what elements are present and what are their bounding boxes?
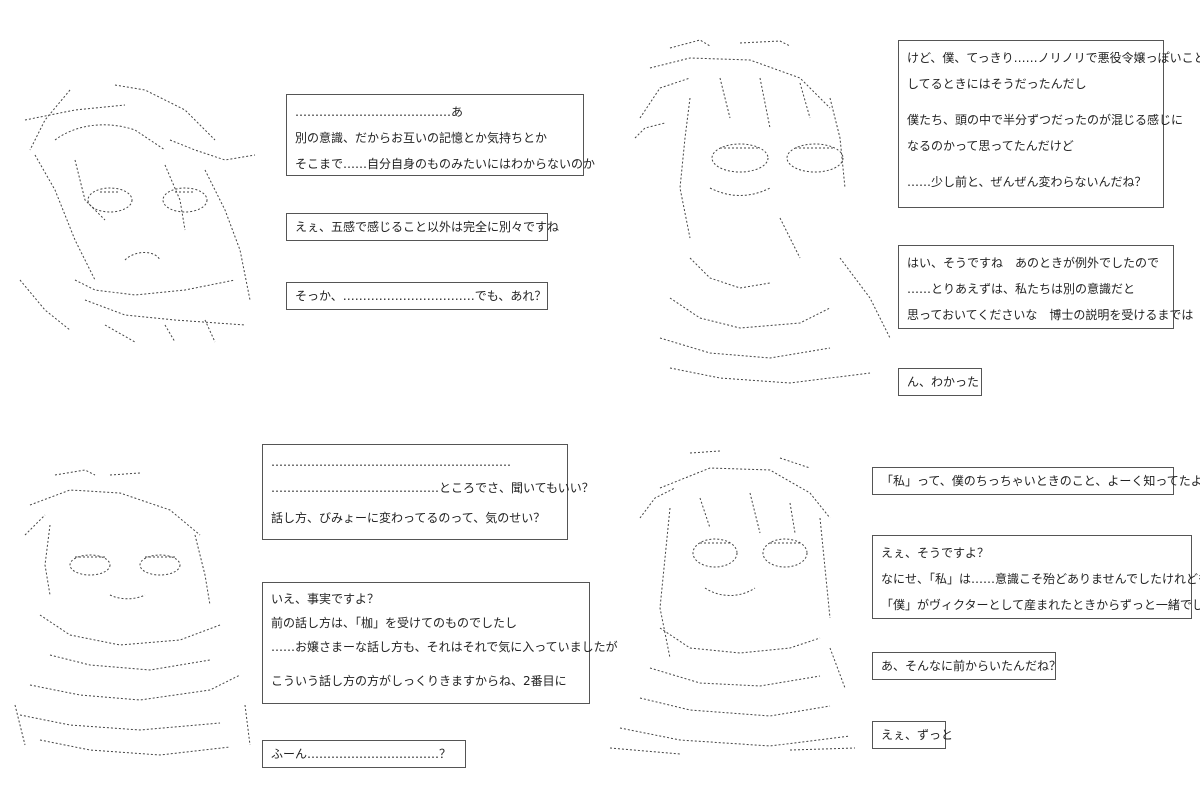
character-art-boy-2 [14, 469, 251, 756]
bubble-line: 前の話し方は、「枷」を受けてのものでしたし [271, 616, 518, 630]
bubble-line: えぇ、そうですよ？ [881, 546, 990, 560]
character-art-girl-2 [609, 450, 856, 755]
bubble-line: 「僕」がヴィクターとして産まれたときからずっと一緒でしたから [881, 598, 1200, 612]
bubble-line: ……………………………………ところでさ、聞いてもいい？ [271, 481, 594, 495]
bubble-line: けど、僕、てっきり……ノリノリで悪役令嬢っぽいこと [907, 51, 1200, 65]
bubble-line: いえ、事実ですよ？ [271, 592, 380, 606]
bubble-line: えぇ、五感で感じること以外は完全に別々ですね [295, 220, 560, 234]
bubble-line: ……お嬢さまーな話し方も、それはそれで気に入っていましたが [271, 640, 618, 654]
speech-bubble-4-3: あ、そんなに前からいたんだね？ [872, 652, 1062, 680]
bubble-line: こういう話し方の方がしっくりきますからね、2番目に [271, 674, 567, 688]
speech-bubble-4-1: 「私」って、僕のちっちゃいときのこと、よーく知ってたよね？ [872, 467, 1200, 495]
speech-bubble-1-2: えぇ、五感で感じること以外は完全に別々ですね [286, 213, 560, 241]
character-art-boy-1 [634, 39, 891, 384]
bubble-line-gap [907, 97, 1155, 107]
bubble-line: …………………………………あ [295, 105, 464, 119]
bubble-line: ふーん……………………………？ [271, 747, 452, 761]
bubble-line: …………………………………………………… [271, 455, 511, 469]
bubble-line: はい、そうですね あのときが例外でしたので [907, 256, 1160, 270]
speech-bubble-1-1: …………………………………あ 別の意識、だからお互いの記憶とか気持ちとか そこま… [286, 94, 596, 176]
bubble-line: なにせ、「私」は……意識こそ殆どありませんでしたけれども [881, 572, 1200, 586]
bubble-line: 話し方、びみょーに変わってるのって、気のせい？ [271, 511, 546, 525]
bubble-line: 思っておいてくださいな 博士の説明を受けるまでは [907, 308, 1194, 322]
speech-bubble-4-2: えぇ、そうですよ？ なにせ、「私」は……意識こそ殆どありませんでしたけれども 「… [872, 535, 1200, 619]
bubble-line: 僕たち、頭の中で半分ずつだったのが混じる感じに [907, 113, 1184, 127]
bubble-line: ……とりあえずは、私たちは別の意識だと [907, 282, 1136, 296]
speech-bubble-1-3: そっか、……………………………でも、あれ？ [286, 282, 548, 310]
speech-bubble-2-3: ん、わかった [898, 368, 982, 396]
bubble-line: えぇ、ずっと [881, 728, 954, 742]
bubble-line-gap [907, 159, 1155, 169]
bubble-line: そっか、……………………………でも、あれ？ [295, 289, 547, 303]
bubble-line: ……少し前と、ぜんぜん変わらないんだね？ [907, 175, 1147, 189]
bubble-line: 別の意識、だからお互いの記憶とか気持ちとか [295, 131, 548, 145]
bubble-line-gap [271, 659, 581, 669]
speech-bubble-3-3: ふーん……………………………？ [262, 740, 466, 768]
bubble-line: なるのかって思ってたんだけど [907, 139, 1074, 153]
character-art-girl-1 [19, 84, 256, 343]
speech-bubble-4-4: えぇ、ずっと [872, 721, 954, 749]
bubble-line: してるときにはそうだったんだし [907, 77, 1087, 91]
bubble-line: そこまで……自分自身のものみたいにはわからないのか [295, 157, 596, 171]
speech-bubble-3-2: いえ、事実ですよ？ 前の話し方は、「枷」を受けてのものでしたし ……お嬢さまーな… [262, 582, 618, 704]
speech-bubble-3-1: …………………………………………………… ……………………………………ところでさ… [262, 444, 594, 540]
bubble-line: あ、そんなに前からいたんだね？ [881, 659, 1062, 673]
speech-bubble-2-1: けど、僕、てっきり……ノリノリで悪役令嬢っぽいこと してるときにはそうだったんだ… [898, 40, 1200, 208]
bubble-line: ん、わかった [907, 375, 980, 389]
bubble-line: 「私」って、僕のちっちゃいときのこと、よーく知ってたよね？ [881, 474, 1200, 488]
speech-bubble-2-2: はい、そうですね あのときが例外でしたので ……とりあえずは、私たちは別の意識だ… [898, 245, 1194, 329]
